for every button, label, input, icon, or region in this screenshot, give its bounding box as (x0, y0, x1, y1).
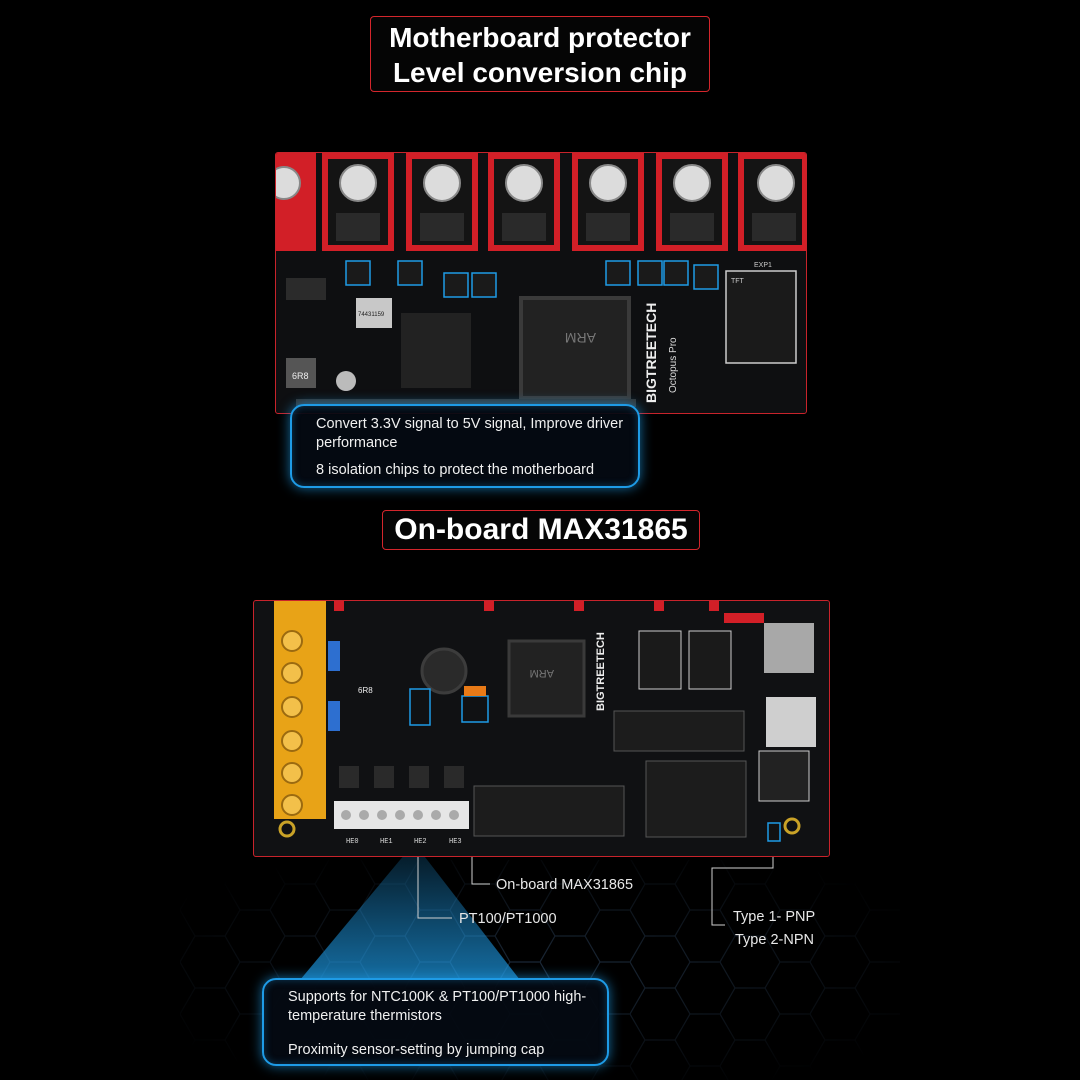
mcu-chip (507, 639, 586, 718)
callout-protector-line1: Convert 3.3V signal to 5V signal, Improv… (316, 416, 624, 451)
label-pt100: PT100/PT1000 (459, 911, 557, 927)
ic-label: 74431159 (358, 312, 385, 318)
motherboard-photo-top: ARM BIGTREETECH Octopus Pro EXP1 6R8 744… (275, 152, 807, 414)
top-headers (334, 601, 764, 623)
pcb-drawing-bottom: ARM BIGTREETECH (274, 601, 816, 846)
capacitors (276, 164, 795, 202)
exp1-label: EXP1 (754, 262, 772, 269)
callout-thermistor: Supports for NTC100K & PT100/PT1000 high… (262, 978, 609, 1066)
terminal-screws (281, 630, 303, 816)
dip-switch (464, 686, 486, 696)
callout-protector: Convert 3.3V signal to 5V signal, Improv… (290, 404, 640, 488)
isolation-chips (345, 260, 719, 298)
board-brand-label: BIGTREETECH (595, 632, 607, 711)
heater-label-he2: HE2 (414, 838, 427, 846)
title-max31865: On-board MAX31865 (382, 510, 700, 550)
lower-headers (473, 710, 747, 838)
title-protector-line2: Level conversion chip (392, 57, 688, 88)
heater-label-he1: HE1 (380, 838, 393, 846)
label-max31865: On-board MAX31865 (496, 877, 634, 893)
title-protector-line1: Motherboard protector (389, 22, 691, 53)
proximity-jumper (767, 822, 781, 842)
pcb-drawing-top: ARM BIGTREETECH Octopus Pro EXP1 6R8 744… (276, 153, 806, 407)
mcu-arm-label: ARM (530, 667, 554, 679)
mcu-chip (519, 296, 631, 400)
label-type2: Type 2-NPN (735, 932, 814, 948)
inductor-label: 6R8 (358, 686, 373, 695)
heater-mosfets (339, 766, 464, 788)
callout-protector-line2: 8 isolation chips to protect the motherb… (316, 462, 595, 478)
buzzer (420, 647, 468, 695)
sd-card-slot (764, 623, 814, 673)
inductor-label: 6R8 (292, 371, 309, 381)
fuses (328, 641, 340, 731)
misc-components (286, 278, 636, 407)
tft-label: TFT (731, 278, 745, 285)
usb-port (766, 697, 816, 747)
ethernet-port (758, 750, 810, 802)
motherboard-photo-bottom: ARM BIGTREETECH (253, 600, 830, 857)
pin-headers (336, 213, 796, 241)
exp1-connector (725, 270, 797, 364)
callout-thermistor-line1: Supports for NTC100K & PT100/PT1000 high… (288, 989, 587, 1024)
mount-hole-right (783, 817, 801, 835)
title-protector: Motherboard protector Level conversion c… (370, 16, 710, 92)
callout-thermistor-line2: Proximity sensor-setting by jumping cap (288, 1042, 545, 1058)
label-type1: Type 1- PNP (733, 909, 816, 925)
heater-label-he3: HE3 (449, 838, 462, 846)
heater-label-he0: HE0 (346, 838, 359, 846)
mcu-arm-label: ARM (565, 330, 596, 346)
board-brand-label: BIGTREETECH (643, 303, 659, 403)
mount-hole-left (278, 820, 296, 838)
heater-screws (341, 810, 459, 820)
board-model-label: Octopus Pro (668, 337, 679, 393)
right-connectors (638, 630, 732, 690)
light-beam-thermistor (300, 848, 520, 980)
